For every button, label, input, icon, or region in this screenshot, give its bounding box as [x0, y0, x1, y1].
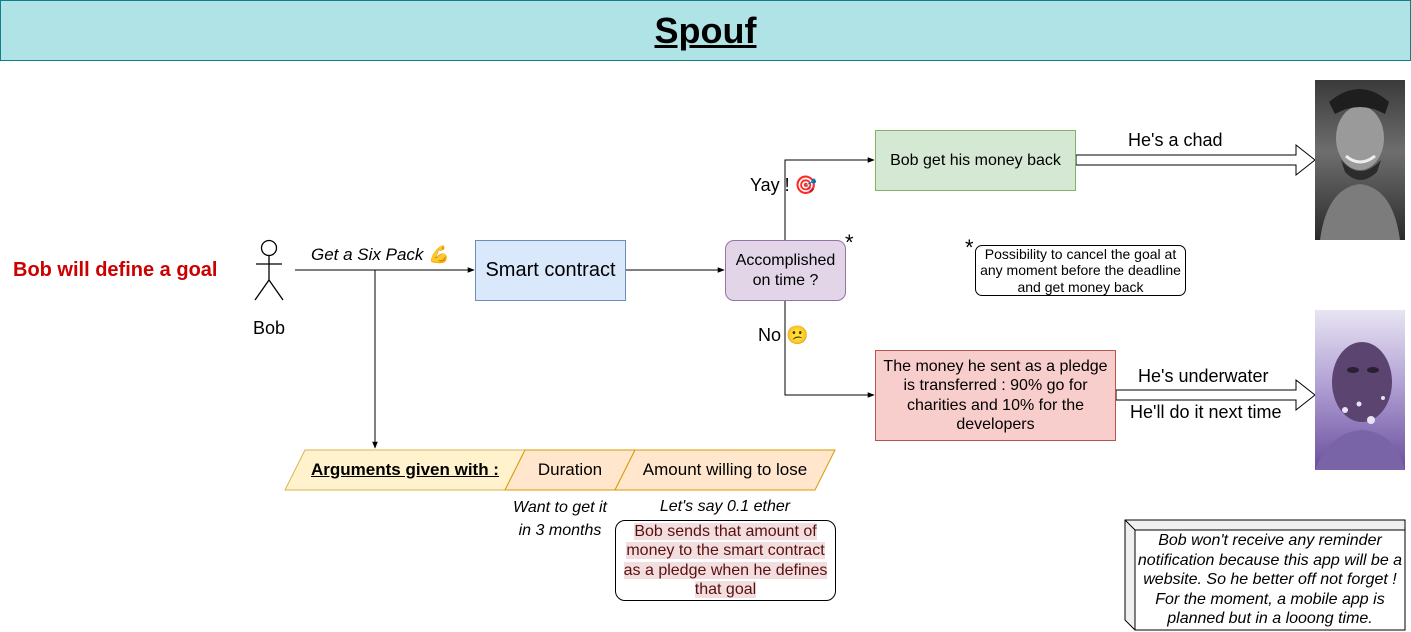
decision-line-2: on time ?	[752, 271, 819, 289]
failure-arrow-label-bottom: He'll do it next time	[1130, 402, 1282, 422]
amount-label: Amount willing to lose	[642, 460, 808, 479]
amount-note: Bob sends that amount of money to the sm…	[615, 520, 836, 601]
reminder-line-4: For the moment, a mobile app is	[1155, 590, 1385, 608]
amount-example: Let's say 0.1 ether	[659, 498, 791, 516]
reminder-note: Bob won't receive any reminder notificat…	[1135, 532, 1405, 628]
success-arrow-label: He's a chad	[1128, 130, 1223, 150]
duration-label: Duration	[537, 460, 603, 479]
amount-note-line-1: Bob sends that amount of	[634, 522, 817, 540]
failure-line-2: is transferred : 90% go for	[903, 377, 1088, 394]
amount-shape	[614, 449, 836, 491]
no-arrow	[784, 301, 875, 398]
success-image	[1315, 80, 1405, 240]
failure-line-4: developers	[956, 416, 1035, 433]
title-banner: Spouf	[0, 0, 1411, 61]
duration-example: Want to get it in 3 months	[495, 496, 625, 542]
failure-line-3: charities and 10% for the	[907, 396, 1084, 414]
cancel-note-marker: *	[965, 235, 974, 260]
lead-text: Bob will define a goal	[13, 259, 218, 281]
actor-figure	[254, 239, 284, 301]
failure-line-1: The money he sent as a pledge	[883, 357, 1108, 375]
cancel-note-line-2: any moment before the deadline	[980, 262, 1181, 279]
failure-image	[1315, 310, 1405, 470]
reminder-line-3: website. So he better off not forget !	[1143, 571, 1397, 589]
success-box: Bob get his money back	[875, 130, 1076, 191]
failure-box: The money he sent as a pledge is transfe…	[875, 350, 1116, 441]
smart-contract-label: Smart contract	[485, 259, 616, 281]
underwater-man-photo-icon	[1315, 342, 1405, 470]
failure-block-arrow	[1115, 378, 1316, 412]
decision-marker: *	[845, 230, 854, 255]
page-title: Spouf	[654, 9, 757, 51]
reminder-line-5: planned but in a looong time.	[1167, 610, 1373, 628]
arguments-title: Arguments given with :	[311, 460, 499, 479]
failure-arrow-label-top: He's underwater	[1138, 366, 1269, 386]
cancel-note-line-3: and get money back	[1017, 278, 1144, 295]
duration-example-line-1: Want to get it	[513, 498, 607, 516]
decision-box: Accomplished on time ?	[725, 240, 846, 301]
cancel-note: Possibility to cancel the goal at any mo…	[975, 245, 1186, 296]
smart-contract-box: Smart contract	[475, 240, 626, 301]
reminder-box-shape	[1124, 519, 1406, 631]
no-label: No 😕	[758, 325, 809, 345]
reminder-line-2: notification because this app will be a	[1137, 551, 1403, 569]
cancel-note-line-1: Possibility to cancel the goal at	[984, 245, 1177, 262]
smiling-man-photo-icon	[1320, 89, 1400, 240]
success-box-label: Bob get his money back	[890, 151, 1061, 169]
decision-line-1: Accomplished	[735, 251, 836, 269]
amount-note-line-3: as a pledge when he defines	[623, 561, 828, 579]
success-block-arrow	[1075, 143, 1316, 177]
yes-arrow	[784, 157, 875, 240]
duration-example-line-2: in 3 months	[518, 522, 602, 539]
amount-note-line-2: money to the smart contract	[626, 542, 825, 559]
reminder-line-1: Bob won't receive any reminder	[1158, 532, 1382, 550]
actor-name: Bob	[253, 318, 286, 338]
yes-label: Yay ! 🎯	[750, 175, 818, 195]
amount-note-line-4: that goal	[694, 581, 757, 598]
goal-label: Get a Six Pack 💪	[311, 245, 450, 264]
